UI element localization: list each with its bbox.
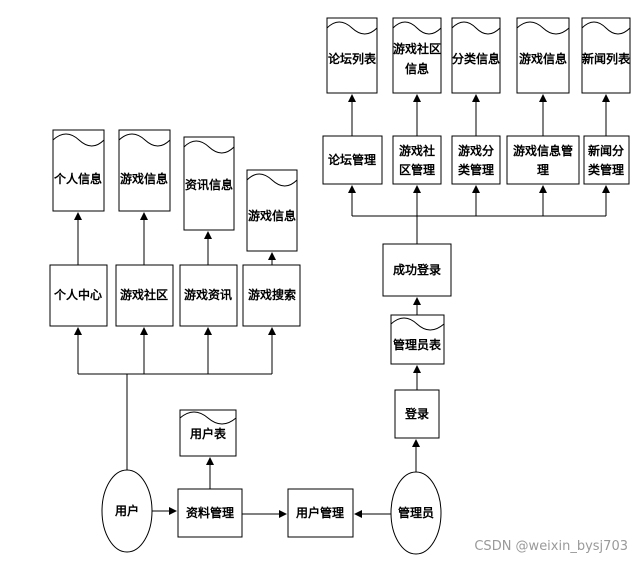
watermark-text: CSDN @weixin_bysj703 — [474, 539, 628, 554]
box-user-mgmt-label: 用户管理 — [295, 505, 344, 520]
box-profile-mgmt-label: 资料管理 — [186, 505, 234, 520]
doc-news-info-label: 资讯信息 — [185, 177, 233, 192]
ellipse-user-label: 用户 — [114, 503, 139, 518]
doc-personal-info: 个人信息 — [52, 129, 105, 212]
doc-personal-info-label: 个人信息 — [53, 171, 102, 186]
box-game-search-label: 游戏搜索 — [248, 287, 296, 302]
box-gameinfo-mgmt-label-1: 游戏信息管 — [513, 143, 573, 158]
ellipse-admin-label: 管理员 — [398, 505, 434, 520]
box-login: 登录 — [394, 389, 440, 439]
box-game-community-label: 游戏社区 — [120, 287, 168, 302]
box-game-community: 游戏社区 — [115, 264, 174, 327]
box-gameinfo-mgmt-label-2: 理 — [537, 163, 549, 177]
box-category-mgmt-label-2: 类管理 — [458, 162, 494, 177]
doc-game-info-3-label: 游戏信息 — [519, 51, 567, 66]
doc-game-info-2: 游戏信息 — [246, 169, 298, 252]
doc-forum-list-label: 论坛列表 — [328, 51, 377, 66]
doc-community-info-label-2: 信息 — [405, 61, 429, 76]
box-gameinfo-mgmt: 游戏信息管 理 — [506, 135, 580, 185]
box-login-success: 成功登录 — [382, 243, 452, 297]
box-game-news-label: 游戏资讯 — [184, 287, 232, 302]
box-personal-center: 个人中心 — [49, 264, 108, 327]
box-forum-mgmt-label: 论坛管理 — [328, 152, 376, 167]
doc-news-list: 新闻列表 — [581, 17, 631, 94]
ellipse-admin: 管理员 — [390, 471, 442, 555]
box-profile-mgmt: 资料管理 — [177, 488, 243, 538]
box-personal-center-label: 个人中心 — [53, 287, 102, 302]
doc-community-info: 游戏社区 信息 — [392, 17, 442, 94]
doc-game-info-3: 游戏信息 — [516, 17, 570, 94]
doc-game-info-2-label: 游戏信息 — [248, 208, 296, 223]
box-game-search: 游戏搜索 — [242, 264, 301, 327]
box-category-mgmt-label-1: 游戏分 — [458, 143, 494, 158]
doc-news-list-label: 新闻列表 — [582, 51, 631, 66]
doc-news-info: 资讯信息 — [183, 136, 235, 231]
box-community-mgmt: 游戏社 区管理 — [392, 135, 442, 185]
box-newscat-mgmt: 新闻分 类管理 — [583, 135, 630, 185]
doc-category-info-label: 分类信息 — [452, 51, 500, 66]
box-game-news: 游戏资讯 — [179, 264, 238, 327]
ellipse-user: 用户 — [101, 469, 153, 553]
box-login-label: 登录 — [404, 406, 429, 421]
doc-admin-table: 管理员表 — [390, 314, 445, 365]
doc-community-info-label-1: 游戏社区 — [393, 41, 441, 56]
box-forum-mgmt: 论坛管理 — [322, 135, 383, 185]
doc-admin-table-label: 管理员表 — [393, 337, 442, 352]
box-community-mgmt-label-2: 区管理 — [399, 162, 435, 177]
doc-user-table: 用户表 — [179, 409, 237, 457]
doc-forum-list: 论坛列表 — [326, 17, 378, 94]
box-category-mgmt: 游戏分 类管理 — [451, 135, 501, 185]
box-login-success-label: 成功登录 — [393, 262, 441, 277]
box-newscat-mgmt-label-2: 类管理 — [588, 162, 624, 177]
box-community-mgmt-label-1: 游戏社 — [399, 143, 435, 158]
doc-user-table-label: 用户表 — [189, 426, 227, 441]
box-user-mgmt: 用户管理 — [287, 488, 354, 538]
doc-category-info: 分类信息 — [451, 17, 501, 94]
doc-game-info-1: 游戏信息 — [118, 129, 171, 212]
doc-game-info-1-label: 游戏信息 — [120, 171, 168, 186]
box-newscat-mgmt-label-1: 新闻分 — [588, 143, 624, 158]
